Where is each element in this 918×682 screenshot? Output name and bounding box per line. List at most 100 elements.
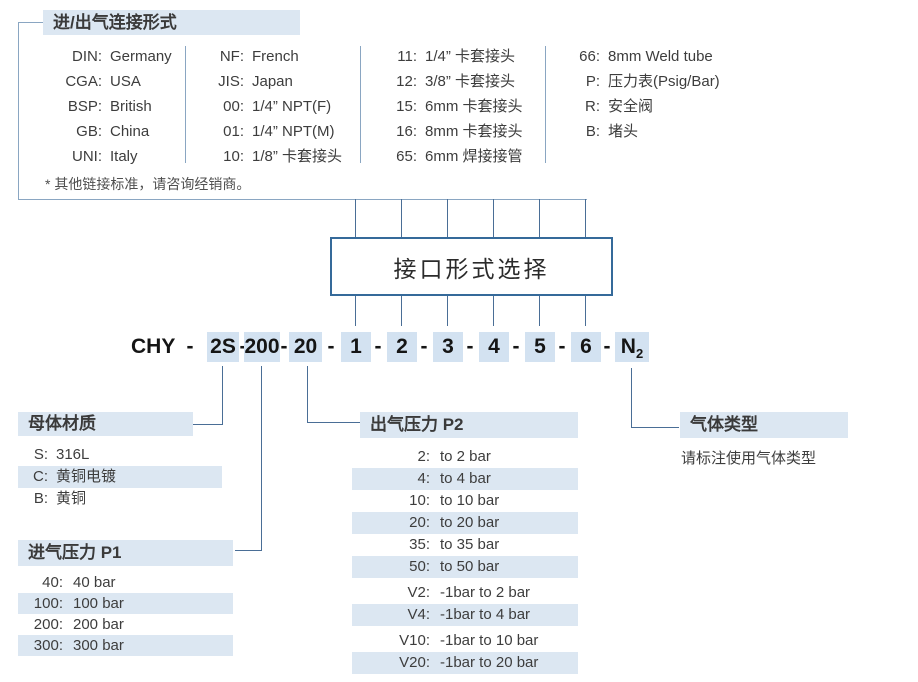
item-label: 200 bar: [73, 616, 124, 633]
list-item: 20:to 20 bar: [352, 512, 578, 534]
item-label: 40 bar: [73, 574, 116, 591]
leader-line-inlet: [235, 550, 262, 551]
code-segment-port-4: 4: [479, 332, 509, 362]
item-label: Italy: [110, 148, 138, 165]
list-item: V20:-1bar to 20 bar: [352, 652, 578, 674]
list-item: 01:1/4” NPT(M): [196, 119, 342, 144]
list-item: 100:100 bar: [18, 593, 233, 614]
code-segment-inlet-pressure: 200: [244, 332, 280, 362]
connector-line: [539, 296, 540, 326]
gas-type-title: 气体类型: [680, 412, 848, 438]
connector-line: [493, 296, 494, 326]
item-code: 35:: [409, 536, 430, 553]
item-code: BSP:: [67, 98, 102, 115]
code-segment-port-5: 5: [525, 332, 555, 362]
code-segment-port-6: 6: [571, 332, 601, 362]
list-item: JIS:Japan: [196, 69, 342, 94]
item-label: to 35 bar: [440, 536, 500, 553]
item-code: 300:: [33, 637, 63, 654]
item-label: to 50 bar: [440, 558, 500, 575]
list-item: V10:-1bar to 10 bar: [352, 630, 578, 652]
gas-symbol: N: [620, 335, 636, 358]
code-prefix: CHY: [131, 335, 176, 358]
item-label: 压力表(Psig/Bar): [608, 73, 720, 90]
item-code: 66:: [579, 48, 600, 65]
item-code: 20:: [409, 514, 430, 531]
item-label: 堵头: [608, 123, 639, 140]
item-code: GB:: [76, 123, 102, 140]
list-item: R:安全阀: [552, 94, 720, 119]
item-code: 200:: [33, 616, 63, 633]
list-item: DIN: Germany: [40, 44, 172, 69]
leader-line-material: [193, 424, 223, 425]
interface-selection-label: 接口形式选择: [393, 255, 550, 282]
code-separator: -: [280, 335, 288, 358]
item-label: 6mm 焊接接管: [425, 148, 523, 165]
gas-type-note: 请标注使用气体类型: [681, 450, 817, 467]
code-segment-outlet-pressure: 20: [289, 332, 322, 362]
item-label: USA: [110, 73, 141, 90]
list-item: BSP: British: [40, 94, 172, 119]
list-item: 2:to 2 bar: [352, 446, 578, 468]
item-label: Germany: [110, 48, 172, 65]
list-item: 66:8mm Weld tube: [552, 44, 720, 69]
item-code: DIN:: [72, 48, 102, 65]
code-separator: -: [466, 335, 474, 358]
item-code: 50:: [409, 558, 430, 575]
item-label: China: [110, 123, 150, 140]
list-item: P:压力表(Psig/Bar): [552, 69, 720, 94]
box-left-border: [18, 22, 19, 199]
item-code: 01:: [223, 123, 244, 140]
connector-line: [539, 199, 540, 237]
list-item: NF:French: [196, 44, 342, 69]
list-item: UNI: Italy: [40, 144, 172, 169]
leader-line-gas: [631, 368, 632, 427]
item-label: -1bar to 10 bar: [440, 632, 539, 649]
item-code: UNI:: [72, 148, 102, 165]
item-label: 3/8” 卡套接头: [425, 73, 516, 90]
connector-line: [355, 199, 356, 237]
item-label: 6mm 卡套接头: [425, 98, 523, 115]
item-label: to 10 bar: [440, 492, 500, 509]
list-item: 65:6mm 焊接接管: [372, 144, 523, 169]
item-label: 黄铜: [56, 490, 87, 507]
list-item: 300: 300 bar: [18, 635, 233, 656]
list-item: C:黄铜电镀: [18, 466, 222, 488]
item-code: C:: [33, 468, 48, 485]
item-code: S:: [33, 446, 48, 463]
code-separator: -: [420, 335, 428, 358]
list-item: GB: China: [40, 119, 172, 144]
connector-line: [401, 296, 402, 326]
list-item: 200: 200 bar: [18, 614, 233, 635]
code-separator: -: [512, 335, 520, 358]
outlet-pressure-title: 出气压力 P2: [360, 412, 578, 438]
interface-selection-box: 接口形式选择: [330, 237, 613, 296]
list-item: V4:-1bar to 4 bar: [352, 604, 578, 626]
gas-subscript: 2: [635, 346, 644, 362]
item-label: 1/8” 卡套接头: [252, 148, 343, 165]
inlet-pressure-title: 进气压力 P1: [18, 540, 233, 566]
item-code: NF:: [219, 48, 244, 65]
item-code: V4:: [407, 606, 430, 623]
connector-line: [585, 199, 586, 237]
item-label: 300 bar: [73, 637, 124, 654]
list-item: CGA:USA: [40, 69, 172, 94]
list-item: 16:8mm 卡套接头: [372, 119, 522, 144]
item-code: 16:: [396, 123, 417, 140]
connector-line: [585, 296, 586, 326]
item-code: R:: [585, 98, 600, 115]
code-segment-port-2: 2: [387, 332, 417, 362]
leader-line-outlet: [307, 366, 308, 422]
list-item: 10:1/8” 卡套接头: [196, 144, 342, 169]
list-item: S:316L: [18, 444, 222, 466]
leader-line-outlet: [307, 422, 362, 423]
item-label: British: [110, 98, 152, 115]
list-item: 4:to 4 bar: [352, 468, 578, 490]
item-code: 00:: [223, 98, 244, 115]
code-separator: -: [603, 335, 611, 358]
